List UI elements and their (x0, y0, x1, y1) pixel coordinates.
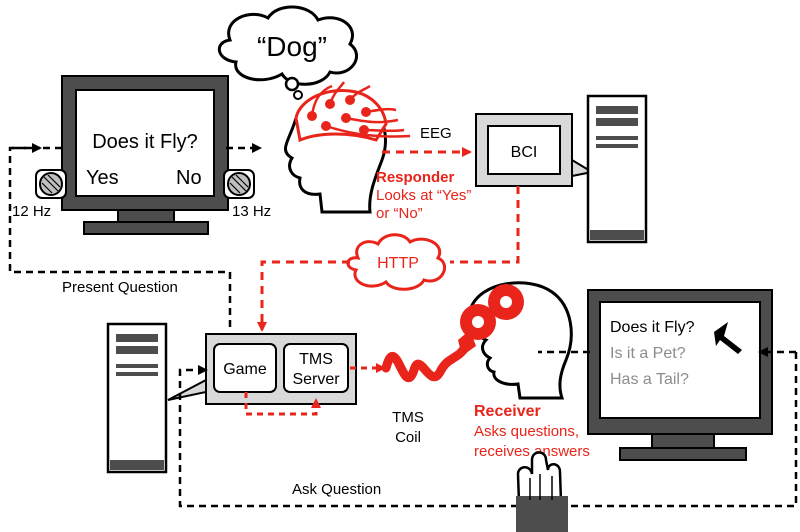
led-right (223, 169, 255, 199)
tms-coil-line2: Coil (395, 429, 421, 446)
ask-question-label: Ask Question (292, 481, 381, 498)
freq-right-label: 13 Hz (232, 203, 271, 220)
monitor-right: Does it Fly? Is it a Pet? Has a Tail? (587, 289, 773, 461)
receiver-line1: Asks questions, (474, 423, 579, 440)
bci-computer-tower (586, 94, 648, 244)
tms-coil-cable (381, 341, 471, 383)
freq-left-label: 12 Hz (12, 203, 51, 220)
tms-coil-line1: TMS (392, 409, 424, 426)
thought-cloud: “Dog” (218, 5, 358, 100)
hand-mouse-icon (516, 451, 568, 532)
monitor-left: Does it Fly? Yes No (61, 75, 229, 235)
thought-text: “Dog” (257, 31, 327, 62)
game-to-tms-arrow (244, 392, 321, 416)
led-left (35, 169, 67, 199)
http-cloud: HTTP (346, 233, 446, 291)
eeg-label: EEG (420, 125, 452, 142)
monitor-left-no: No (176, 167, 202, 189)
bci-to-http-line (450, 186, 520, 264)
monitor-right-q2: Is it a Pet? (610, 345, 686, 362)
responder-title: Responder (376, 169, 455, 186)
responder-line2: or “No” (376, 205, 423, 222)
monitor-left-question: Does it Fly? (92, 131, 198, 153)
present-question-label: Present Question (62, 279, 178, 296)
tms-server-box (283, 343, 349, 393)
monitor-right-q3: Has a Tail? (610, 371, 689, 388)
receiver-line2: receives answers (474, 443, 590, 460)
ask-question-line (178, 352, 798, 508)
bci-monitor: BCI (475, 113, 595, 187)
tms-server-line2: Server (292, 371, 340, 388)
tms-server-line1: TMS (299, 351, 333, 368)
game-server-box: Game TMS Server (167, 333, 357, 405)
receiver-title: Receiver (474, 403, 541, 420)
cursor-icon (714, 322, 742, 354)
http-to-game-arrow (257, 260, 350, 332)
game-label: Game (223, 361, 267, 378)
http-label: HTTP (377, 255, 419, 272)
responder-line1: Looks at “Yes” (376, 187, 471, 204)
monitor-right-q1: Does it Fly? (610, 319, 695, 336)
tms-coil-icon (458, 284, 524, 356)
bci-label: BCI (511, 144, 538, 161)
game-computer-tower (106, 322, 168, 474)
monitor-left-yes: Yes (86, 167, 119, 189)
